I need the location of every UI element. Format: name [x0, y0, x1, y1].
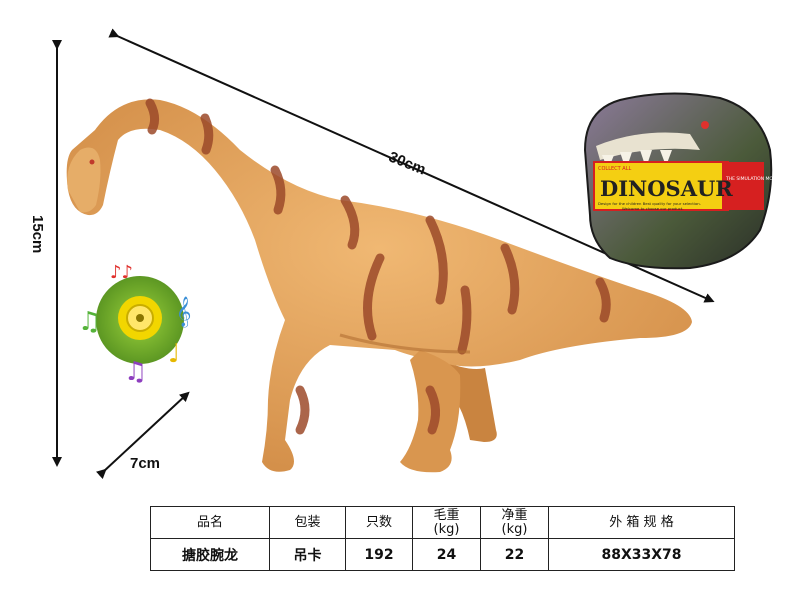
badge-brand: DINOSAUR [600, 176, 733, 201]
header-packing: 包装 [269, 506, 346, 539]
height-label: 15cm [29, 215, 46, 254]
spec-table-header-row: 品名 包装 只数 毛重 (kg) 净重 (kg) 外 箱 规 格 [150, 506, 735, 539]
spec-table: 品名 包装 只数 毛重 (kg) 净重 (kg) 外 箱 规 格 搪胶腕龙 吊卡… [150, 506, 735, 571]
cell-net-weight: 22 [480, 538, 549, 571]
speaker-button-icon [118, 296, 162, 340]
table-row: 搪胶腕龙 吊卡 192 24 22 88X33X78 [150, 538, 735, 571]
depth-arrow [95, 391, 190, 480]
header-quantity: 只数 [345, 506, 413, 539]
svg-text:♫: ♫ [78, 307, 101, 337]
badge-side-label: THE SIMULATION MODEL [725, 176, 782, 182]
music-note-icon: ♫ ♪♪ 𝄞 ♫ ♩ [78, 262, 191, 387]
header-carton-size: 外 箱 规 格 [548, 506, 735, 539]
cell-quantity: 192 [345, 538, 413, 571]
cell-packing: 吊卡 [269, 538, 346, 571]
header-gross-weight: 毛重 (kg) [412, 506, 481, 539]
cell-gross-weight: 24 [412, 538, 481, 571]
header-product-name: 品名 [150, 506, 270, 539]
cell-product-name: 搪胶腕龙 [150, 538, 270, 571]
svg-text:♩: ♩ [168, 339, 180, 369]
dinosaur-brand-badge: COLLECT ALL DINOSAUR THE SIMULATION MODE… [583, 92, 782, 270]
badge-tagline-2: Welcome to choose our product. [622, 206, 684, 211]
depth-label: 7cm [130, 455, 161, 472]
svg-text:𝄞: 𝄞 [176, 296, 191, 328]
cell-carton-size: 88X33X78 [548, 538, 735, 571]
svg-text:♪♪: ♪♪ [110, 262, 133, 283]
brachiosaurus-figure [66, 98, 692, 473]
sound-module: ♫ ♪♪ 𝄞 ♫ ♩ [78, 262, 191, 387]
badge-brand-top: COLLECT ALL [598, 166, 631, 172]
badge-tagline-1: Design for the children Best quality for… [598, 201, 701, 206]
svg-text:♫: ♫ [124, 357, 147, 387]
header-net-weight: 净重 (kg) [480, 506, 549, 539]
